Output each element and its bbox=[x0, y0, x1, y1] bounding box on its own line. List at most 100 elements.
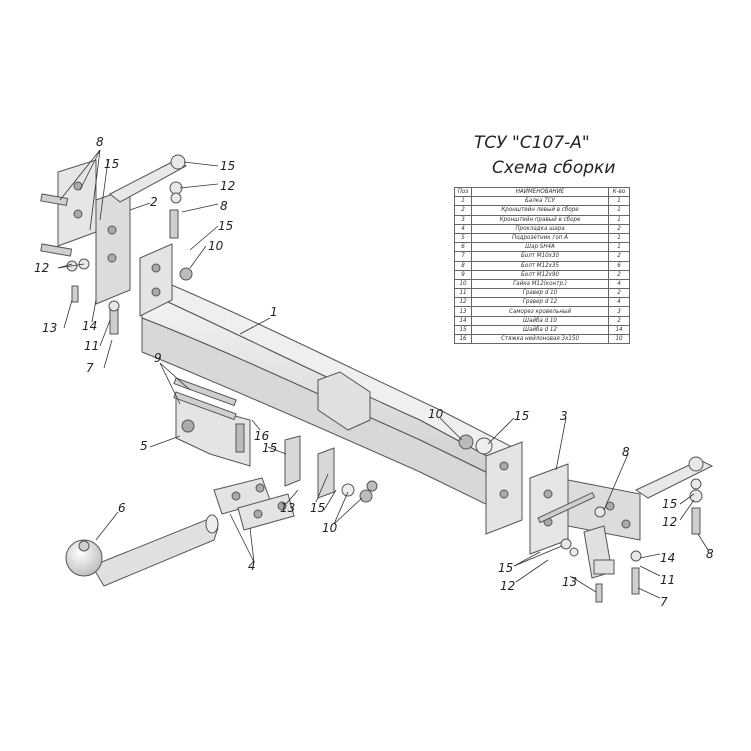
socket-plate-part-5 bbox=[175, 395, 251, 467]
callout-15: 15 bbox=[104, 157, 119, 171]
right-bolts bbox=[537, 456, 704, 603]
callout-15: 15 bbox=[262, 441, 277, 455]
cell-name: Стяжка нейлоновая 3х150 bbox=[471, 333, 609, 345]
cell-qty: 1 bbox=[608, 196, 630, 207]
cell-name: Саморез кровельный bbox=[471, 306, 609, 317]
cell-name: Шар SH4A bbox=[471, 242, 609, 253]
callout-7: 7 bbox=[660, 595, 668, 609]
cell-pos: 3 bbox=[454, 214, 472, 225]
beam-left-plate bbox=[139, 243, 173, 317]
cell-name: Шайба d 10 bbox=[471, 315, 609, 326]
header-pos: Поз bbox=[454, 186, 472, 198]
callout-2: 2 bbox=[150, 195, 158, 209]
callout-5: 5 bbox=[140, 439, 148, 453]
callout-15: 15 bbox=[220, 159, 235, 173]
cell-name: Болт М12х90 bbox=[471, 269, 609, 280]
callout-8: 8 bbox=[220, 199, 228, 213]
callout-4: 4 bbox=[248, 559, 256, 573]
cell-pos: 2 bbox=[454, 205, 472, 216]
left-bracket-part-2 bbox=[57, 159, 188, 305]
cell-name: Подрозетник гоп А bbox=[471, 232, 609, 244]
cell-name: Кронштейн левый в сборе bbox=[471, 205, 609, 216]
header-name: НАИМЕНОВАНИЕ bbox=[471, 186, 609, 198]
cell-qty: 3 bbox=[608, 306, 630, 317]
cell-qty: 2 bbox=[608, 251, 630, 262]
callout-labels: 8 15 15 12 8 15 10 2 12 13 14 11 7 1 9 5… bbox=[34, 135, 714, 609]
callout-1: 1 bbox=[270, 305, 278, 319]
cell-name: Кронштейн правый в сборе bbox=[471, 214, 609, 225]
callout-12: 12 bbox=[500, 579, 515, 593]
cell-qty: 10 bbox=[608, 333, 630, 345]
cell-name: Шайба d 12 bbox=[471, 324, 609, 336]
cell-name: Гравер d 10 bbox=[471, 288, 609, 299]
callout-8: 8 bbox=[622, 445, 630, 459]
callout-14: 14 bbox=[660, 551, 675, 565]
callout-10: 10 bbox=[428, 407, 444, 421]
cell-pos: 8 bbox=[454, 260, 472, 271]
callout-9: 9 bbox=[154, 351, 162, 365]
beam-right-plate bbox=[485, 441, 523, 535]
cell-qty: 1 bbox=[608, 205, 630, 216]
cell-qty: 1 bbox=[608, 214, 630, 225]
callout-11: 11 bbox=[84, 339, 99, 353]
callout-13: 13 bbox=[562, 575, 577, 589]
cell-pos: 15 bbox=[454, 324, 472, 336]
cell-pos: 13 bbox=[454, 306, 472, 317]
callout-15: 15 bbox=[310, 501, 325, 515]
right-bracket-part-3 bbox=[529, 459, 714, 579]
callout-7: 7 bbox=[86, 361, 94, 375]
parts-table-header: Поз НАИМЕНОВАНИЕ К-во bbox=[454, 186, 630, 198]
cell-pos: 6 bbox=[454, 242, 472, 253]
tow-ball-part-6 bbox=[65, 514, 219, 587]
callout-8: 8 bbox=[96, 135, 104, 149]
callout-15: 15 bbox=[218, 219, 233, 233]
callout-12: 12 bbox=[662, 515, 677, 529]
cell-qty: 1 bbox=[608, 232, 630, 244]
cell-pos: 4 bbox=[454, 223, 472, 234]
cell-pos: 11 bbox=[454, 288, 472, 299]
cell-name: Прокладка шара bbox=[471, 223, 609, 234]
callout-8: 8 bbox=[706, 547, 714, 561]
cell-pos: 16 bbox=[454, 333, 472, 345]
callout-13: 13 bbox=[280, 501, 295, 515]
cell-qty: 2 bbox=[608, 269, 630, 280]
cell-name: Балка ТСУ bbox=[471, 196, 609, 207]
cell-pos: 5 bbox=[454, 232, 472, 244]
cell-pos: 7 bbox=[454, 251, 472, 262]
cell-qty: 2 bbox=[608, 315, 630, 326]
cell-name: Болт М10х30 bbox=[471, 251, 609, 262]
bolts-part-9 bbox=[173, 377, 237, 421]
cell-qty: 4 bbox=[608, 297, 630, 308]
callout-11: 11 bbox=[660, 573, 675, 587]
callout-15: 15 bbox=[498, 561, 513, 575]
cell-qty: 6 bbox=[608, 260, 630, 271]
diagram-title: ТСУ "С107-А" bbox=[474, 133, 590, 153]
cell-qty: 4 bbox=[608, 278, 630, 290]
cell-pos: 14 bbox=[454, 315, 472, 326]
cell-qty: 1 bbox=[608, 242, 630, 253]
cell-qty: 2 bbox=[608, 223, 630, 234]
diagram-subtitle: Схема сборки bbox=[492, 158, 616, 178]
cell-pos: 1 bbox=[454, 196, 472, 207]
callout-10: 10 bbox=[208, 239, 224, 253]
callout-12: 12 bbox=[220, 179, 235, 193]
hitch-mount-plate bbox=[284, 371, 371, 499]
cell-name: Болт М12х35 bbox=[471, 260, 609, 271]
